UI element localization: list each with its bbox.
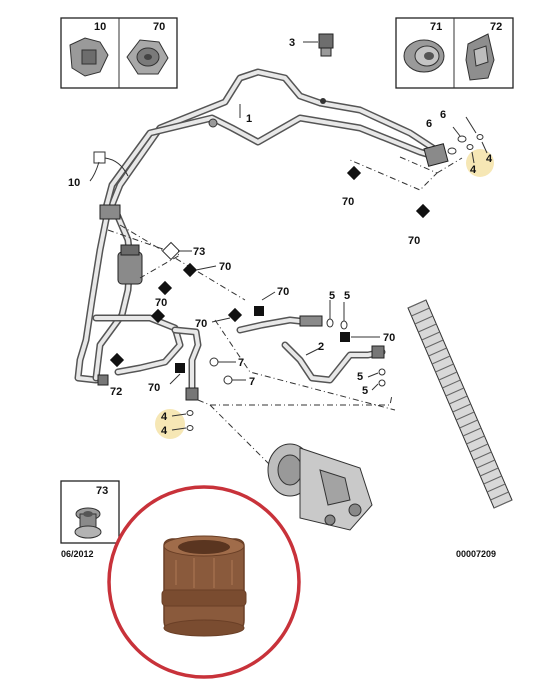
condenser-fin <box>486 483 506 493</box>
callout-6b: 6 <box>440 109 446 121</box>
diamond-group-mid: 70 70 72 70 70 <box>109 286 395 398</box>
condenser-fin <box>435 363 454 373</box>
callout-5c: 5 <box>357 371 363 383</box>
callout-4c: 4 <box>161 411 168 423</box>
condenser-fin <box>438 371 458 381</box>
pipe-left <box>74 204 143 386</box>
callout-box-71: 71 <box>430 21 442 33</box>
callout-70c: 70 <box>219 261 231 273</box>
callout-5b: 5 <box>344 290 350 302</box>
condenser-fin <box>473 451 492 461</box>
condenser-fin <box>462 427 482 437</box>
callout-7a: 7 <box>238 357 244 369</box>
hose-2: 2 <box>236 315 386 384</box>
callout-4b: 4 <box>486 153 493 165</box>
seal-group-lower: 4 4 <box>155 409 194 439</box>
callout-box-72: 72 <box>490 21 502 33</box>
callout-box-73: 73 <box>96 485 108 497</box>
callout-70f: 70 <box>277 286 289 298</box>
callout-box-10: 10 <box>94 21 106 33</box>
callout-5a: 5 <box>329 290 335 302</box>
pipe-1: 1 <box>100 68 449 219</box>
condenser <box>407 299 513 509</box>
pressure-switch: 3 <box>289 33 334 57</box>
seals-5: 5 5 5 5 <box>326 290 386 397</box>
bushing-icon <box>74 507 102 539</box>
callout-3: 3 <box>289 37 295 49</box>
seals-7: 7 7 <box>209 357 255 388</box>
condenser-fin <box>469 443 489 453</box>
diamond-70-upper: 70 70 <box>342 165 431 247</box>
pipe-lower-left <box>92 314 202 401</box>
seal-group-upper: 6 6 4 4 <box>426 109 494 177</box>
callout-6a: 6 <box>426 118 432 130</box>
condenser-fin <box>421 331 440 341</box>
callout-4a: 4 <box>470 164 477 176</box>
callout-73-group: 73 70 70 <box>155 241 231 309</box>
callout-10: 10 <box>68 177 80 189</box>
condenser-fin <box>459 419 478 429</box>
callout-7b: 7 <box>249 376 255 388</box>
callout-4d: 4 <box>161 425 168 437</box>
clip-10-callout: 10 <box>68 151 129 189</box>
highlighted-seal-photo <box>107 485 301 679</box>
callout-72: 72 <box>110 386 122 398</box>
condenser-fin <box>418 323 437 333</box>
condenser-fin <box>493 499 513 509</box>
bracket-icon <box>465 33 495 81</box>
part-box-10-70: 10 70 <box>60 17 178 89</box>
condenser-fin <box>476 459 496 469</box>
condenser-fin <box>449 395 468 405</box>
condenser-fin <box>428 347 447 357</box>
condenser-fin <box>466 435 485 445</box>
diagram-date: 06/2012 <box>61 549 94 559</box>
condenser-fin <box>452 403 471 413</box>
condenser-fin <box>424 339 444 349</box>
callout-70a: 70 <box>342 196 354 208</box>
condenser-fin <box>483 475 502 485</box>
callout-1: 1 <box>246 113 252 125</box>
callout-73: 73 <box>193 246 205 258</box>
flange-nut-icon <box>403 39 445 73</box>
callout-5d: 5 <box>362 385 368 397</box>
compressor <box>267 443 373 531</box>
clip-icon <box>69 37 109 77</box>
condenser-fin <box>431 355 451 365</box>
part-box-73: 73 <box>60 480 120 544</box>
callout-70e: 70 <box>195 318 207 330</box>
condenser-fin <box>490 491 509 501</box>
callout-2: 2 <box>318 341 324 353</box>
condenser-fin <box>407 299 427 309</box>
callout-70d: 70 <box>155 297 167 309</box>
part-box-71-72: 71 72 <box>395 17 514 89</box>
callout-70g: 70 <box>383 332 395 344</box>
condenser-fin <box>455 411 475 421</box>
condenser-fin <box>411 307 430 317</box>
callout-box-70a: 70 <box>153 21 165 33</box>
callout-70b: 70 <box>408 235 420 247</box>
seal-ring-icon <box>161 535 247 637</box>
diagram-reference: 00007209 <box>456 549 496 559</box>
condenser-fin <box>442 379 461 389</box>
condenser-fin <box>445 387 465 397</box>
nut-icon <box>126 39 169 75</box>
condenser-fin <box>480 467 499 477</box>
callout-70h: 70 <box>148 382 160 394</box>
condenser-fin <box>414 315 434 325</box>
